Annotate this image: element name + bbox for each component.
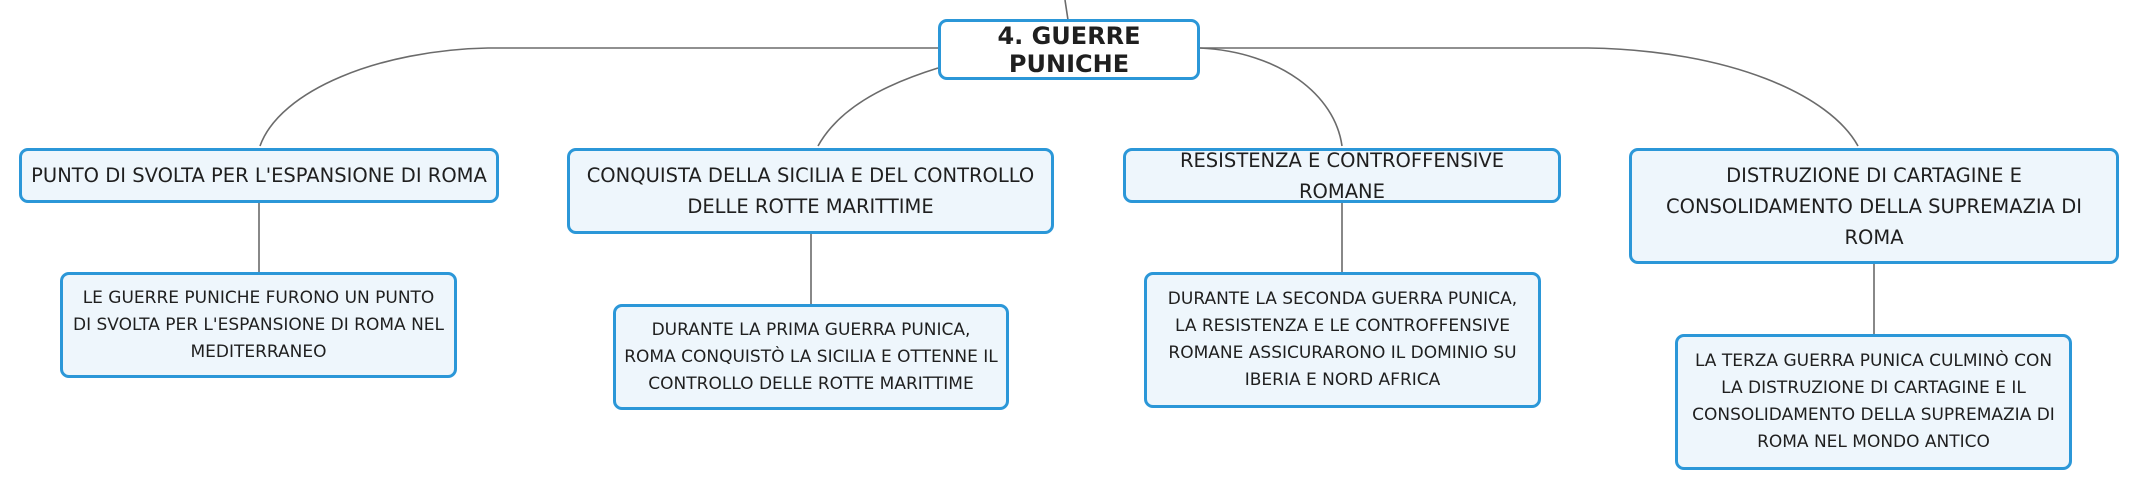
branch-node-4[interactable]: DISTRUZIONE DI CARTAGINE E CONSOLIDAMENT… <box>1629 148 2119 264</box>
branch-node-1[interactable]: PUNTO DI SVOLTA PER L'ESPANSIONE DI ROMA <box>19 148 499 203</box>
root-label: 4. GUERRE PUNICHE <box>997 21 1141 78</box>
connector-root-parent <box>1064 0 1069 21</box>
detail-node-1[interactable]: LE GUERRE PUNICHE FURONO UN PUNTO DI SVO… <box>60 272 457 378</box>
branch-node-3[interactable]: RESISTENZA E CONTROFFENSIVE ROMANE <box>1123 148 1561 203</box>
branch-node-2[interactable]: CONQUISTA DELLA SICILIA E DEL CONTROLLO … <box>567 148 1054 234</box>
detail-label: LA TERZA GUERRA PUNICA CULMINÒ CON LA DI… <box>1692 351 2055 452</box>
connector-root-branch-1 <box>259 47 938 147</box>
connector-root-branch-2 <box>817 67 939 147</box>
detail-label: DURANTE LA SECONDA GUERRA PUNICA, LA RES… <box>1167 289 1518 390</box>
detail-node-4[interactable]: LA TERZA GUERRA PUNICA CULMINÒ CON LA DI… <box>1675 334 2072 470</box>
detail-node-2[interactable]: DURANTE LA PRIMA GUERRA PUNICA, ROMA CON… <box>613 304 1009 410</box>
branch-label: RESISTENZA E CONTROFFENSIVE ROMANE <box>1179 148 1505 203</box>
connector-root-branch-3 <box>1199 47 1343 147</box>
detail-node-3[interactable]: DURANTE LA SECONDA GUERRA PUNICA, LA RES… <box>1144 272 1541 408</box>
detail-label: LE GUERRE PUNICHE FURONO UN PUNTO DI SVO… <box>72 287 444 362</box>
root-node[interactable]: 4. GUERRE PUNICHE <box>938 19 1200 80</box>
branch-label: PUNTO DI SVOLTA PER L'ESPANSIONE DI ROMA <box>31 164 487 187</box>
detail-label: DURANTE LA PRIMA GUERRA PUNICA, ROMA CON… <box>624 319 998 394</box>
branch-label: DISTRUZIONE DI CARTAGINE E CONSOLIDAMENT… <box>1665 163 2082 249</box>
branch-label: CONQUISTA DELLA SICILIA E DEL CONTROLLO … <box>586 164 1035 218</box>
connector-root-branch-4 <box>1200 47 1859 147</box>
